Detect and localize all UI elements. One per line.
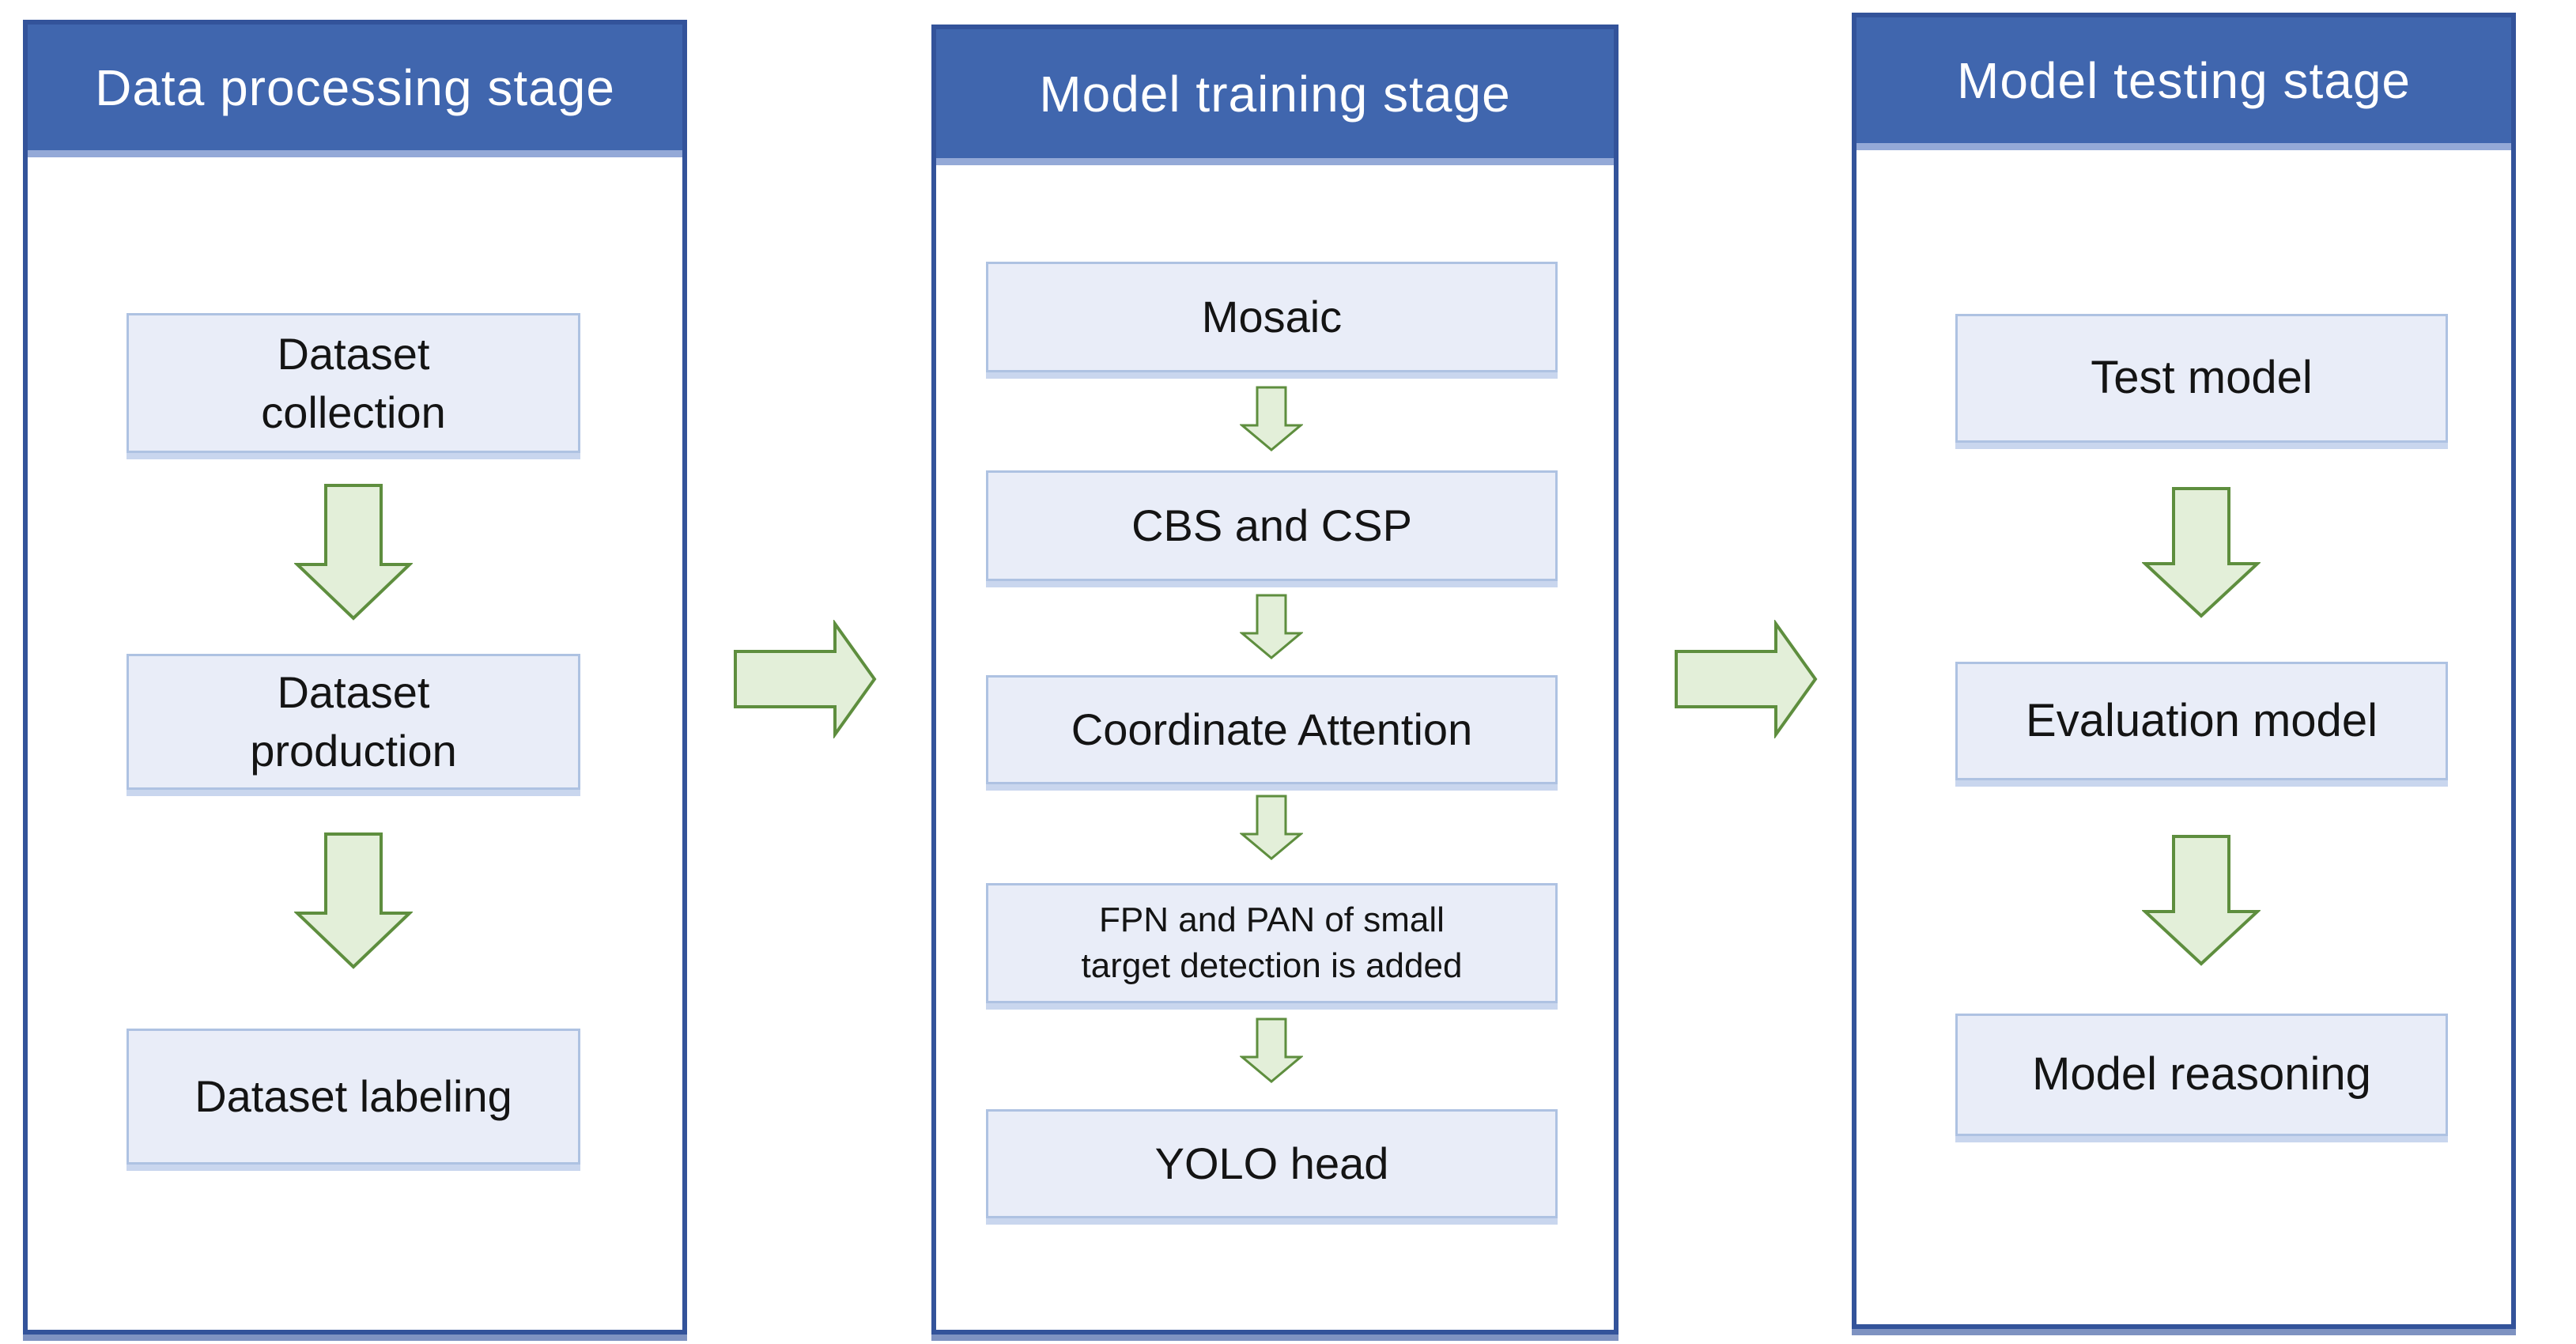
panel-model-training-header: Model training stage — [936, 29, 1614, 165]
down-arrow-icon — [2142, 486, 2261, 619]
panel-model-testing-header: Model testing stage — [1856, 17, 2511, 150]
box-label: Dataset production — [250, 667, 457, 776]
box-model-reasoning: Model reasoning — [1955, 1014, 2448, 1136]
box-label: CBS and CSP — [1131, 500, 1412, 551]
box-dataset-collection: Dataset collection — [127, 313, 580, 453]
panel-data-processing: Data processing stage Dataset collection… — [23, 20, 687, 1335]
box-yolo-head: YOLO head — [986, 1109, 1558, 1218]
down-arrow-icon — [1240, 386, 1303, 452]
box-dataset-production: Dataset production — [127, 654, 580, 790]
box-dataset-labeling: Dataset labeling — [127, 1029, 580, 1165]
box-label: Mosaic — [1201, 292, 1343, 342]
panel-data-processing-header: Data processing stage — [28, 25, 682, 157]
box-cbs-and-csp: CBS and CSP — [986, 470, 1558, 581]
box-coordinate-attention: Coordinate Attention — [986, 675, 1558, 784]
box-mosaic: Mosaic — [986, 262, 1558, 372]
panel-model-testing: Model testing stage Test model Evaluatio… — [1852, 13, 2516, 1329]
box-label: Dataset labeling — [195, 1071, 512, 1122]
box-evaluation-model: Evaluation model — [1955, 662, 2448, 780]
panel-model-training: Model training stage Mosaic CBS and CSP … — [931, 25, 1618, 1335]
right-arrow-icon — [1673, 620, 1819, 738]
down-arrow-icon — [1240, 1017, 1303, 1084]
box-label: FPN and PAN of small target detection is… — [1081, 900, 1463, 985]
panel-title: Data processing stage — [95, 59, 615, 116]
box-fpn-pan-small-target: FPN and PAN of small target detection is… — [986, 883, 1558, 1003]
panel-title: Model training stage — [1039, 65, 1511, 123]
down-arrow-icon — [294, 832, 413, 970]
box-label: YOLO head — [1154, 1138, 1389, 1189]
panel-title: Model testing stage — [1957, 51, 2411, 109]
down-arrow-icon — [294, 483, 413, 621]
right-arrow-icon — [732, 620, 878, 738]
box-label: Coordinate Attention — [1071, 704, 1473, 755]
down-arrow-icon — [1240, 795, 1303, 861]
box-label: Dataset collection — [261, 328, 446, 437]
box-label: Evaluation model — [2026, 694, 2378, 746]
down-arrow-icon — [1240, 594, 1303, 660]
box-label: Model reasoning — [2032, 1048, 2371, 1100]
box-test-model: Test model — [1955, 314, 2448, 443]
box-label: Test model — [2091, 352, 2313, 404]
down-arrow-icon — [2142, 834, 2261, 967]
